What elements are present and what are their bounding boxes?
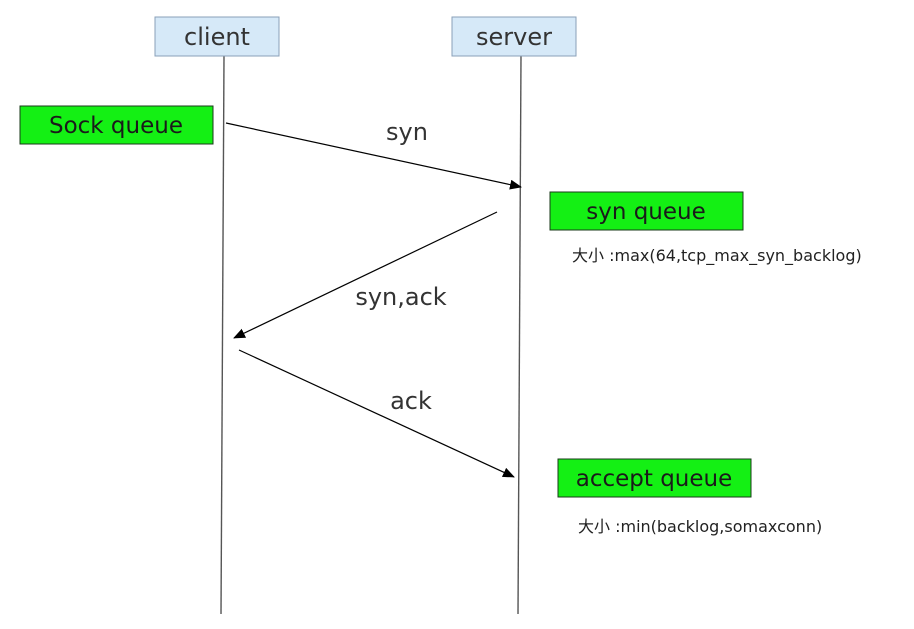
server-lifeline: [517, 55, 522, 615]
client-actor-label: client: [184, 23, 250, 51]
syn-queue-box: [549, 191, 744, 231]
sock-queue: Sock queue: [19, 105, 214, 145]
syn-queue-size-note: 大小 :max(64,tcp_max_syn_backlog): [572, 246, 862, 266]
syn-ack-arrow: [233, 211, 498, 339]
ack-arrow: [238, 349, 515, 478]
server-actor-label: server: [476, 23, 552, 51]
syn-queue: syn queue: [549, 191, 744, 231]
client-actor-box: [154, 16, 280, 57]
client-lifeline: [220, 55, 225, 615]
syn-ack-message-label: syn,ack: [355, 283, 446, 311]
syn-ack-message: syn,ack: [233, 211, 498, 339]
server-actor-box: [451, 16, 577, 57]
accept-queue: accept queue: [557, 458, 752, 498]
syn-queue-label: syn queue: [586, 199, 706, 225]
sock-queue-label: Sock queue: [49, 113, 183, 139]
syn-message: syn: [225, 118, 522, 190]
server-actor: server: [451, 16, 577, 57]
client-actor: client: [154, 16, 280, 57]
ack-message-label: ack: [390, 387, 432, 415]
accept-queue-box: [557, 458, 752, 498]
ack-message: ack: [238, 349, 515, 478]
syn-arrow: [225, 122, 522, 190]
accept-queue-label: accept queue: [576, 466, 733, 492]
accept-queue-size-note: 大小 :min(backlog,somaxconn): [578, 517, 822, 536]
sock-queue-box: [19, 105, 214, 145]
syn-message-label: syn: [386, 118, 428, 146]
